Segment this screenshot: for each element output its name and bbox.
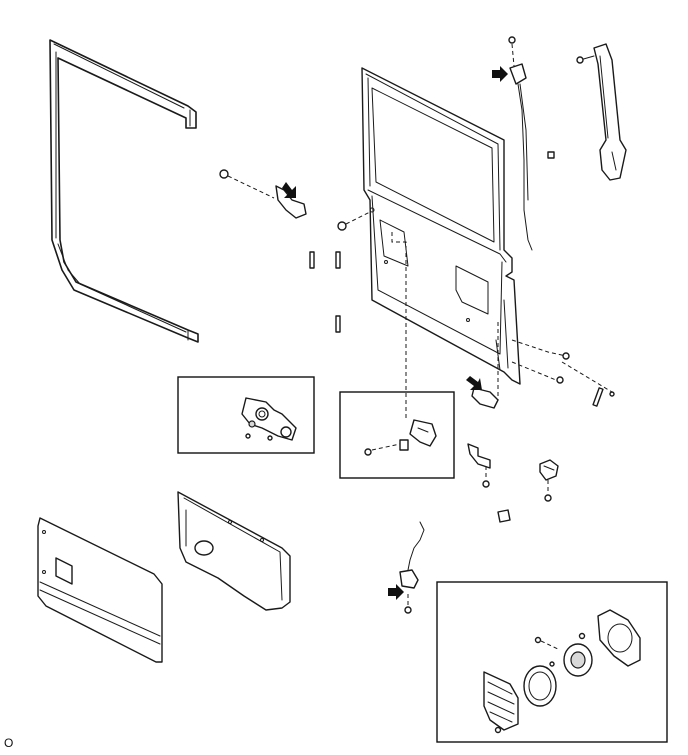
- door-control-bracket: [467, 443, 491, 488]
- speaker-assembly-inset: [436, 581, 668, 743]
- door-service-hole-cover: [177, 491, 291, 611]
- lock-rod-parts: [556, 352, 615, 407]
- back-door-panel: [361, 67, 521, 385]
- window-regulator-inset: [177, 376, 315, 454]
- door-weatherstrip: [49, 39, 199, 343]
- door-pins: [309, 251, 341, 333]
- alignment-leaders: [391, 232, 613, 420]
- door-lock-wire-harness: [388, 521, 425, 614]
- door-handle-inset: [339, 391, 455, 479]
- illustration-code-label: O: [4, 736, 14, 750]
- door-stopper: [497, 459, 559, 523]
- lock-cable-rod: [492, 36, 555, 251]
- door-rear-channel: [576, 43, 627, 181]
- door-hinge-assembly: [219, 169, 371, 231]
- door-trim-board: [37, 517, 163, 663]
- door-lock: [466, 376, 499, 409]
